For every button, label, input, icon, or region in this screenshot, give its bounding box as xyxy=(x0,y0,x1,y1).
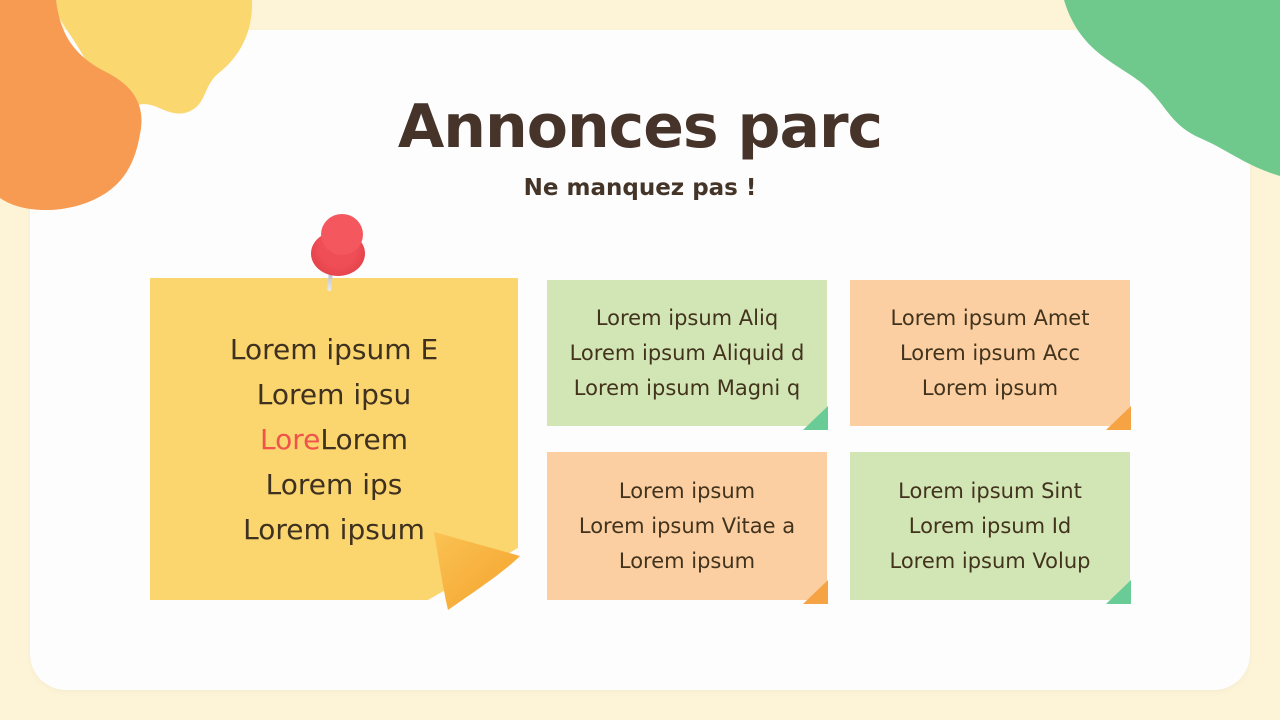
note-line: Lorem ipsum Vitae a xyxy=(578,513,796,538)
sticky-note-text: Lorem ipsum Sint Lorem ipsum Id Lorem ip… xyxy=(850,452,1130,600)
note-line: Lorem ipsum Amet xyxy=(890,305,1090,330)
note-line: LoreLorem xyxy=(260,417,408,462)
note-line: Lorem ipsum xyxy=(618,548,756,573)
note-line: Lorem ipsum xyxy=(243,512,425,546)
note-line: Lorem ipsum E xyxy=(229,332,439,366)
page-title: Annonces parc xyxy=(397,92,883,162)
note-line: Lorem ips xyxy=(265,467,403,501)
folded-corner-icon xyxy=(434,532,520,610)
page-subtitle: Ne manquez pas ! xyxy=(523,175,757,201)
note-line-dark-part: Lorem xyxy=(320,422,408,456)
note-line: Lorem ipsum xyxy=(921,375,1059,400)
sticky-note-green-1: Lorem ipsum Aliq Lorem ipsum Aliquid d L… xyxy=(547,280,828,430)
note-line-red-part: Lore xyxy=(259,422,321,456)
note-line: Lorem ipsum Aliq xyxy=(595,305,779,330)
note-line: Lorem ipsum xyxy=(618,478,756,503)
sticky-note-orange-1: Lorem ipsum Amet Lorem ipsum Acc Lorem i… xyxy=(850,280,1131,430)
sticky-note-orange-2: Lorem ipsum Lorem ipsum Vitae a Lorem ip… xyxy=(547,452,828,604)
sticky-note-text: Lorem ipsum Lorem ipsum Vitae a Lorem ip… xyxy=(547,452,827,600)
main-sticky-note: Lorem ipsum E Lorem ipsu LoreLorem Lorem… xyxy=(150,278,520,610)
push-pin-head-top xyxy=(321,214,363,255)
note-line: Lorem ipsum Volup xyxy=(889,548,1091,573)
note-line: Lorem ipsum Aliquid d xyxy=(569,340,805,365)
note-line: Lorem ipsum Acc xyxy=(899,340,1081,365)
note-line: Lorem ipsum Magni q xyxy=(573,375,801,400)
sticky-note-text: Lorem ipsum Aliq Lorem ipsum Aliquid d L… xyxy=(547,280,827,426)
push-pin-icon xyxy=(311,214,365,292)
note-line: Lorem ipsum Id xyxy=(908,513,1072,538)
note-line: Lorem ipsum Sint xyxy=(898,478,1082,503)
sticky-note-green-2: Lorem ipsum Sint Lorem ipsum Id Lorem ip… xyxy=(850,452,1131,604)
note-line: Lorem ipsu xyxy=(256,377,412,411)
sticky-note-text: Lorem ipsum Amet Lorem ipsum Acc Lorem i… xyxy=(850,280,1130,426)
